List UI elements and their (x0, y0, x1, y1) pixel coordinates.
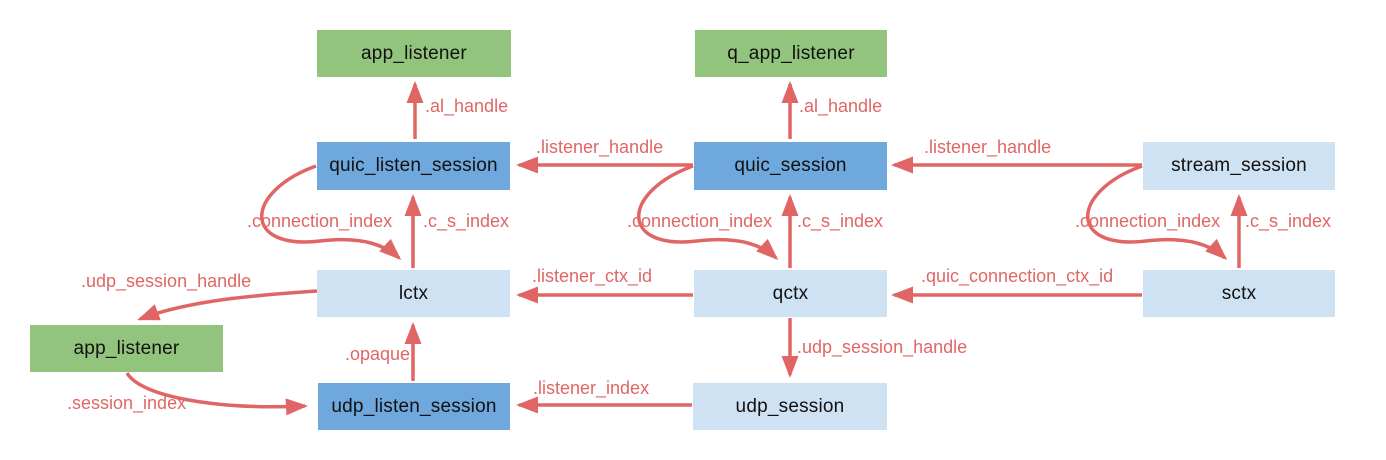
arrow-connection-index-right (1086, 164, 1228, 261)
edge-label-opaque: .opaque (345, 344, 411, 364)
edge-label-c-s-index-mid: .c_s_index (797, 211, 884, 231)
edge-label-connection-index-mid: .connection_index (627, 211, 773, 231)
edge-label-quic-connection-ctx-id: .quic_connection_ctx_id (921, 266, 1114, 286)
node-sctx: sctx (1143, 270, 1335, 317)
node-udp-session: udp_session (693, 383, 887, 430)
edge-label-session-index: .session_index (67, 393, 187, 413)
node-qctx: qctx (694, 270, 887, 317)
node-q-app-listener: q_app_listener (695, 30, 887, 77)
arrow-connection-index-mid (637, 164, 779, 261)
edge-label-listener-ctx-id: .listener_ctx_id (532, 266, 653, 286)
arrow-session-index (125, 371, 308, 416)
node-app-listener-bottom: app_listener (30, 325, 223, 372)
edge-label-c-s-index-right: .c_s_index (1245, 211, 1332, 231)
arrow-connection-index-left (260, 164, 402, 261)
edge-label-listener-handle-right: .listener_handle (924, 137, 1052, 157)
node-udp-listen-session: udp_listen_session (318, 383, 510, 430)
edge-label-c-s-index-left: .c_s_index (423, 211, 510, 231)
node-quic-session: quic_session (694, 142, 887, 190)
edge-label-listener-index: .listener_index (533, 378, 650, 398)
arrow-udp-session-handle-left (137, 289, 318, 321)
edge-label-al-handle-left: .al_handle (425, 96, 509, 116)
node-lctx: lctx (317, 270, 510, 317)
node-app-listener-top: app_listener (317, 30, 511, 77)
node-quic-listen-session: quic_listen_session (317, 142, 510, 190)
edge-label-connection-index-right: .connection_index (1075, 211, 1221, 231)
edge-label-connection-index-left: .connection_index (247, 211, 393, 231)
edge-label-udp-session-handle-left: .udp_session_handle (81, 271, 252, 291)
node-stream-session: stream_session (1143, 142, 1335, 190)
edge-label-al-handle-right: .al_handle (799, 96, 883, 116)
edge-label-listener-handle-left: .listener_handle (536, 137, 664, 157)
edge-label-udp-session-handle-mid: .udp_session_handle (797, 337, 968, 357)
